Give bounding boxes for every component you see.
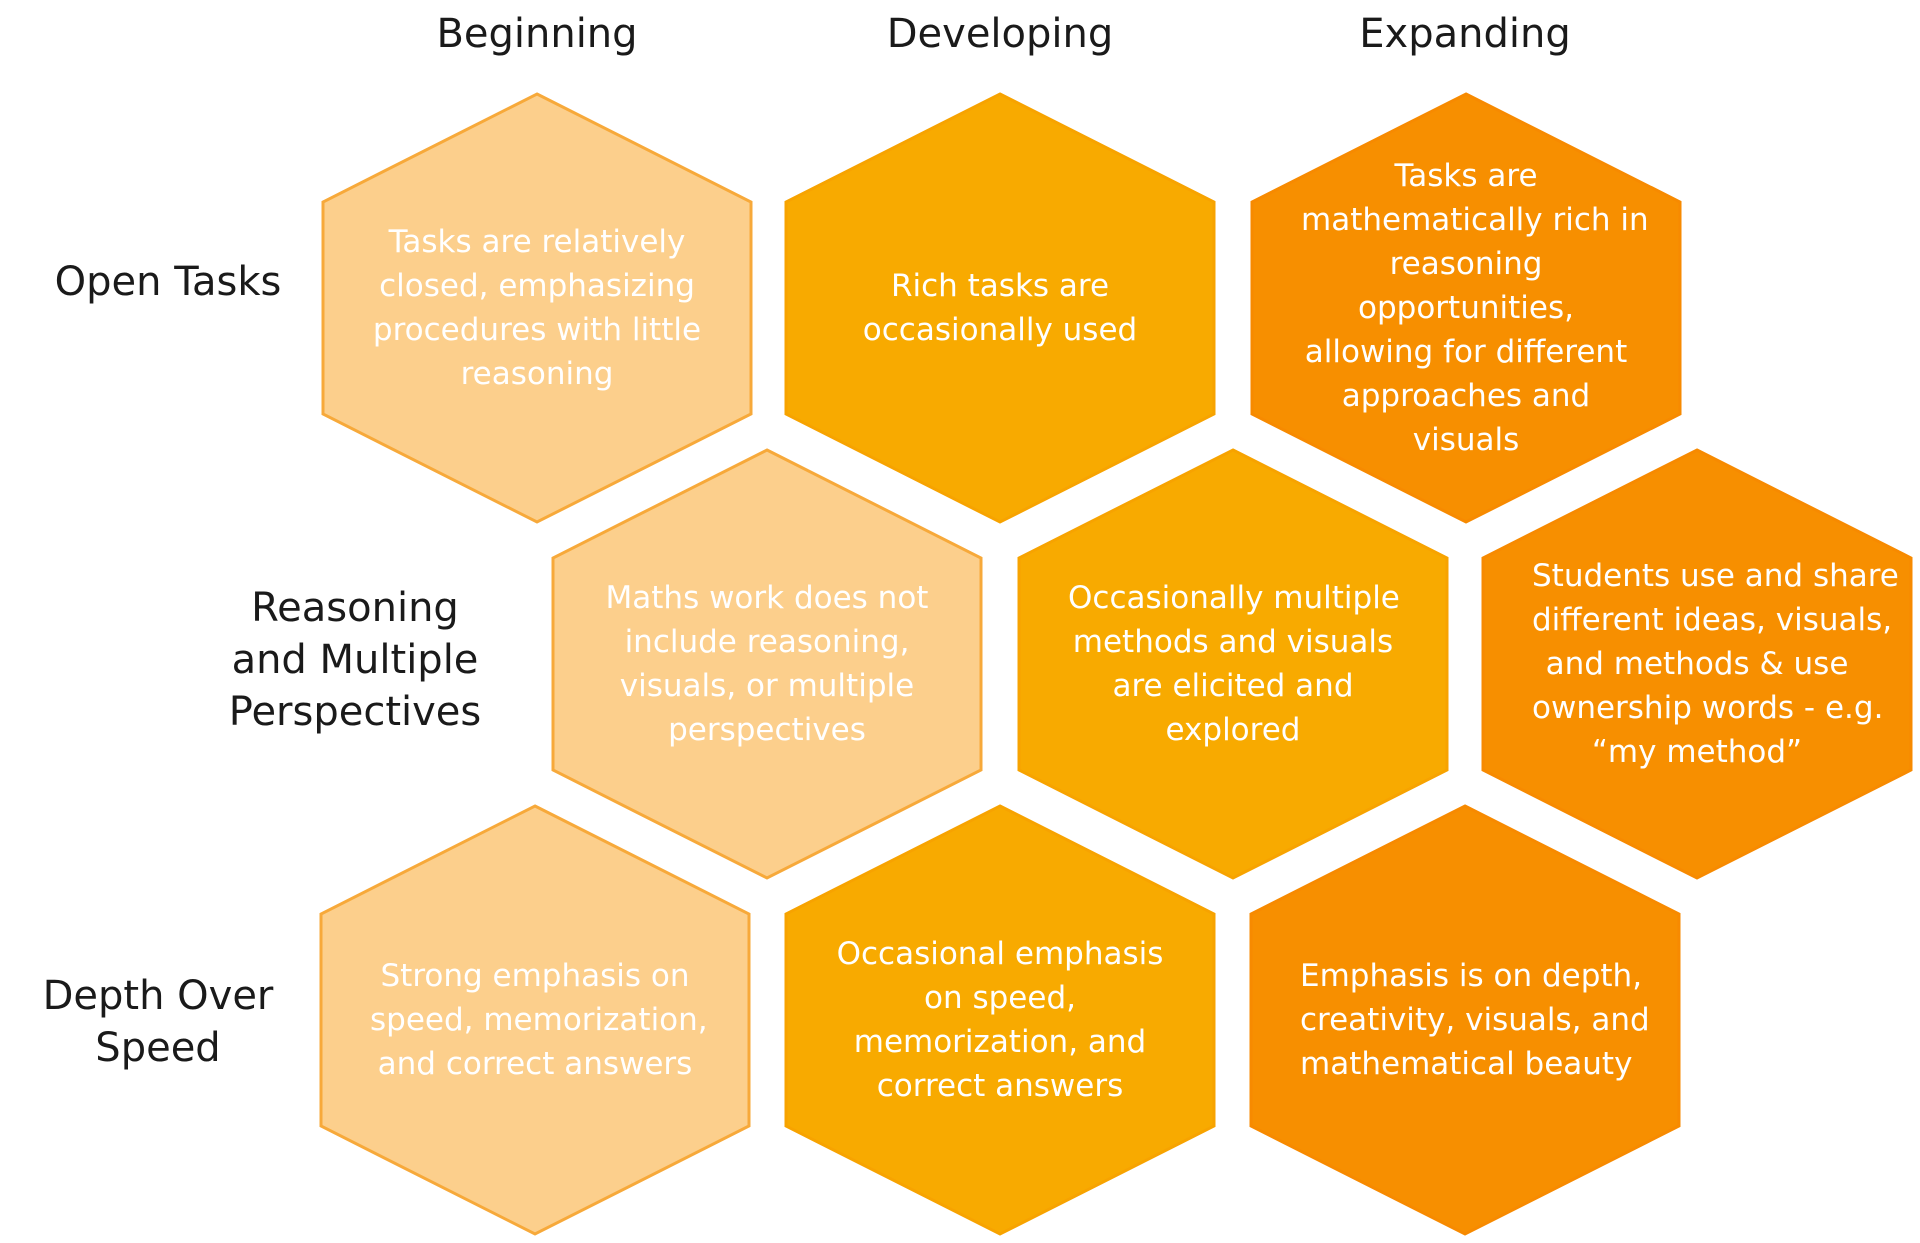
hexagon-outline — [321, 92, 753, 524]
hexagon-text-line: visuals, or multiple — [619, 668, 915, 704]
hexagon-text-line: Occasional emphasis — [836, 935, 1164, 972]
row-label-line: Open Tasks — [54, 259, 282, 305]
row-label-line: Speed — [95, 1025, 221, 1071]
hexagon-text: Occasional emphasis on speed, memorization… — [835, 932, 1165, 1108]
row-label-line: Reasoning — [251, 585, 459, 631]
hexagon-text: Maths work does not include reasoning, vis… — [602, 576, 932, 752]
column-header-developing: Developing — [886, 11, 1114, 57]
hexagon-cell-depth-over-speed-beginning: Strong emphasis on speed, memorization, an… — [319, 804, 751, 1236]
hexagon-outline — [1250, 92, 1682, 524]
hexagon-text-line: “my method” — [1591, 734, 1803, 771]
hexagon-outline — [784, 92, 1216, 524]
hexagon-text-line: explored — [1165, 712, 1301, 749]
hexagon-outline — [784, 804, 1216, 1236]
hexagon-text-line: reasoning — [460, 356, 614, 393]
hexagon-shape — [551, 448, 983, 880]
hexagon-text-line: occasionally used — [862, 312, 1138, 348]
row-label-line: Perspectives — [228, 689, 482, 735]
hexagon-text: Emphasis is on depth, creativity, visuals… — [1300, 954, 1650, 1086]
hexagon-text-line: on speed, — [924, 979, 1076, 1016]
hexagon-text-line: and methods & use — [1545, 645, 1849, 682]
hexagon-text-line: are elicited and — [1112, 668, 1354, 704]
row-label-reasoning-multiple-perspectives: Reasoning and Multiple Perspectives — [229, 582, 482, 738]
hexagon-text-line: Strong emphasis on — [380, 957, 690, 994]
column-header-expanding: Expanding — [1359, 11, 1571, 57]
hexagon-text-line: reasoning — [1389, 245, 1543, 282]
hexagon-text-line: Tasks are — [1394, 157, 1538, 194]
hexagon-cell-open-tasks-expanding: Tasks are mathematically rich in reasoning… — [1250, 92, 1682, 524]
hexagon-text-line: Occasionally multiple — [1068, 579, 1400, 616]
hexagon-outline — [319, 804, 751, 1236]
row-label-line: and Multiple — [231, 637, 479, 683]
hexagon-text-line: speed, memorization, — [370, 1001, 708, 1038]
hexagon-outline — [1481, 448, 1913, 880]
hexagon-text-line: creativity, visuals, and — [1300, 1001, 1650, 1038]
hexagon-cell-open-tasks-developing: Rich tasks are occasionally used — [784, 92, 1216, 524]
row-label-line: Depth Over — [42, 973, 274, 1019]
hexagon-shape — [1249, 804, 1681, 1236]
hexagon-text: Strong emphasis on speed, memorization, an… — [370, 954, 708, 1086]
hexagon-cell-depth-over-speed-expanding: Emphasis is on depth, creativity, visuals… — [1249, 804, 1681, 1236]
hexagon-text-line: ownership words - e.g. — [1532, 690, 1884, 727]
hexagon-shape — [1481, 448, 1913, 880]
hexagon-text-line: Rich tasks are — [890, 267, 1110, 304]
hexagon-shape — [319, 804, 751, 1236]
hexagon-text-line: closed, emphasizing — [379, 267, 695, 304]
hexagon-cell-reasoning-beginning: Maths work does not include reasoning, vis… — [551, 448, 983, 880]
column-header-beginning: Beginning — [436, 11, 638, 57]
hexagon-shape — [1250, 92, 1682, 524]
hexagon-text-line: Tasks are relatively — [388, 223, 686, 260]
hexagon-text-line: different ideas, visuals, — [1532, 601, 1893, 638]
hexagon-text: Tasks are mathematically rich in reasoning… — [1301, 154, 1649, 462]
hexagon-outline — [1017, 448, 1449, 880]
hexagon-text-line: correct answers — [876, 1068, 1124, 1105]
hexagon-text-line: opportunities, — [1358, 289, 1574, 326]
hexagon-shape — [1017, 448, 1449, 880]
hexagon-text-line: Maths work does not — [605, 579, 929, 616]
hexagon-cell-reasoning-expanding: Students use and share different ideas, v… — [1481, 448, 1913, 880]
hexagon-text-line: perspectives — [668, 712, 866, 749]
hexagon-cell-depth-over-speed-developing: Occasional emphasis on speed, memorization… — [784, 804, 1216, 1236]
hexagon-outline — [551, 448, 983, 880]
hexagon-outline — [1249, 804, 1681, 1236]
hexagon-text-line: include reasoning, — [624, 623, 910, 660]
hexagon-text-line: mathematical beauty — [1300, 1046, 1633, 1083]
hexagon-shape — [321, 92, 753, 524]
hexagon-text: Rich tasks are occasionally used — [835, 264, 1165, 352]
hexagon-text-line: and correct answers — [377, 1046, 693, 1083]
hexagon-text: Occasionally multiple methods and visuals… — [1068, 576, 1400, 752]
hexagon-shape — [784, 92, 1216, 524]
hexagon-text-line: mathematically rich in — [1301, 201, 1649, 238]
hexagon-text-line: memorization, and — [853, 1024, 1147, 1060]
hexagon-text-line: visuals — [1412, 422, 1520, 459]
hexagon-cell-reasoning-developing: Occasionally multiple methods and visuals… — [1017, 448, 1449, 880]
hexagon-text-line: procedures with little — [372, 312, 702, 348]
hexagon-shape — [784, 804, 1216, 1236]
hexagon-text-line: allowing for different — [1304, 334, 1628, 371]
hexagon-cell-open-tasks-beginning: Tasks are relatively closed, emphasizing p… — [321, 92, 753, 524]
hexagon-text-line: Students use and share — [1532, 557, 1899, 594]
hexagon-text: Tasks are relatively closed, emphasizing p… — [372, 220, 702, 396]
row-label-depth-over-speed: Depth Over Speed — [43, 970, 274, 1074]
hexagon-text-line: methods and visuals — [1072, 623, 1394, 660]
hexagon-text-line: Emphasis is on depth, — [1300, 957, 1643, 994]
row-label-open-tasks: Open Tasks — [55, 256, 282, 308]
hexagon-text-line: approaches and — [1341, 378, 1591, 415]
hexagon-text: Students use and share different ideas, v… — [1532, 554, 1899, 774]
